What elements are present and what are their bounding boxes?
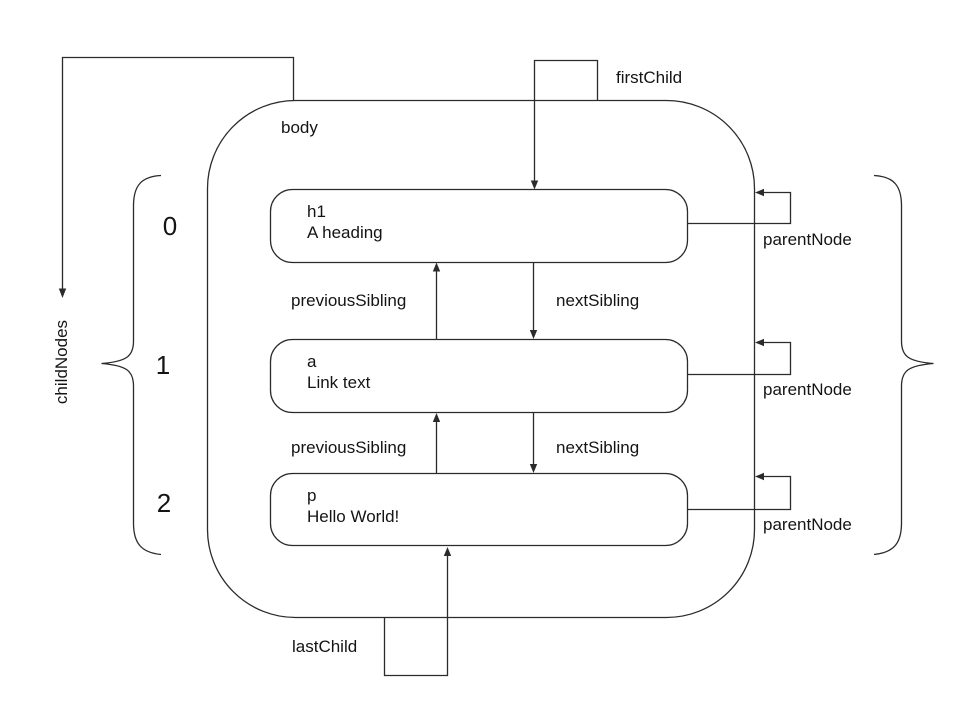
a-next-sibling-arrowhead [529, 464, 538, 473]
first-child-arrow-line [533, 59, 599, 181]
h1-node-tag: h1 [307, 202, 326, 221]
right-brace [873, 174, 934, 556]
next-sibling-label-1: nextSibling [556, 291, 640, 310]
child-index-0: 0 [162, 211, 178, 241]
first-child-label: firstChild [616, 68, 683, 87]
p-node-tag: p [307, 486, 317, 505]
h1-next-sibling-arrowhead [529, 330, 538, 339]
a-node-content: Link text [307, 372, 371, 392]
child-nodes-arrow-line [61, 56, 295, 289]
left-brace [101, 174, 162, 556]
p-node-text: p Hello World! [307, 486, 399, 527]
a-node-box [269, 338, 689, 414]
next-sibling-label-2: nextSibling [556, 438, 640, 457]
body-label: body [281, 118, 318, 137]
h1-node-content: A heading [307, 222, 383, 242]
h1-parent-node-arrowhead [755, 188, 764, 197]
a-parent-node-line [687, 341, 792, 376]
child-nodes-arrowhead [58, 288, 67, 298]
p-parent-node-arrowhead [755, 472, 764, 481]
child-nodes-label: childNodes [52, 319, 71, 405]
a-previous-sibling-arrowhead [432, 262, 441, 272]
p-parent-node-line [687, 475, 792, 511]
h1-parent-node-line [687, 191, 792, 225]
body-node-box [206, 99, 756, 619]
parent-node-label-p: parentNode [763, 515, 852, 534]
last-child-arrow-line [383, 555, 449, 677]
child-index-1: 1 [155, 350, 171, 380]
h1-node-text: h1 A heading [307, 202, 383, 243]
a-node-tag: a [307, 352, 317, 371]
p-previous-sibling-arrowhead [432, 413, 441, 422]
previous-sibling-label-1: previousSibling [291, 291, 407, 310]
parent-node-label-a: parentNode [763, 380, 852, 399]
h1-node-box [269, 188, 689, 264]
child-index-2: 2 [156, 488, 172, 518]
a-node-text: a Link text [307, 352, 370, 393]
parent-node-label-h1: parentNode [763, 230, 852, 249]
last-child-label: lastChild [292, 637, 358, 656]
last-child-arrowhead [443, 547, 452, 556]
previous-sibling-label-2: previousSibling [291, 438, 407, 457]
first-child-arrowhead [530, 180, 539, 190]
a-parent-node-arrowhead [755, 338, 764, 347]
p-node-content: Hello World! [307, 506, 400, 526]
